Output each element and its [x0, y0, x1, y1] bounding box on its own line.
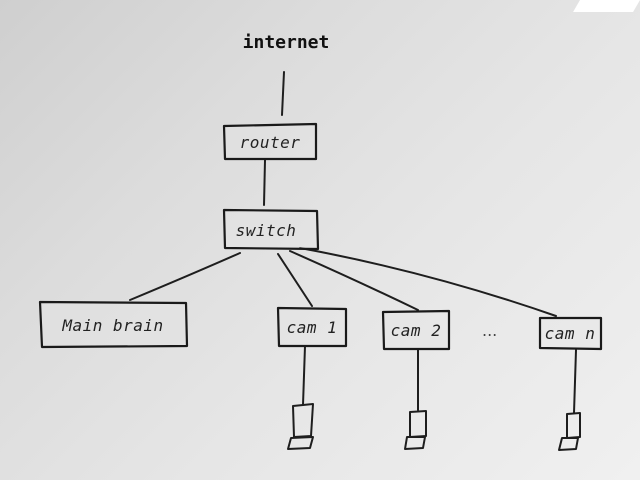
ellipsis: ...	[482, 321, 497, 340]
camera-1-body	[292, 403, 314, 438]
wire-router-switch	[263, 159, 266, 206]
connections	[129, 71, 577, 414]
node-router: router	[222, 122, 318, 161]
node-switch: switch	[222, 208, 320, 251]
camera-2-lens	[404, 436, 426, 450]
wire-switch-cam2	[289, 250, 419, 311]
router-label: router	[240, 133, 301, 152]
node-cam1: cam 1	[276, 306, 348, 348]
main-brain-box	[38, 300, 189, 349]
router-box	[222, 122, 318, 161]
main-brain-label: Main brain	[61, 316, 163, 335]
camn-label: cam n	[545, 324, 596, 343]
cam1-label: cam 1	[287, 318, 338, 337]
internet-label: internet	[243, 32, 330, 53]
wire-internet-router	[281, 71, 285, 116]
wire-camn-camera	[573, 349, 577, 414]
camera-n-lens	[558, 437, 579, 451]
wire-switch-camn	[299, 247, 557, 317]
camera-1-lens	[287, 436, 314, 450]
camera-icon	[287, 403, 314, 450]
node-main-brain: Main brain	[38, 300, 189, 349]
camera-n-body	[566, 412, 581, 439]
switch-box	[222, 208, 320, 251]
cam2-box	[381, 309, 451, 351]
camera-icon	[404, 410, 427, 450]
camera-icon	[558, 412, 581, 451]
camera-2-body	[409, 410, 427, 438]
camn-box	[538, 316, 603, 351]
node-cam2: cam 2	[381, 309, 451, 351]
cam2-label: cam 2	[391, 321, 442, 340]
cam1-box	[276, 306, 348, 348]
wire-switch-cam1	[277, 253, 313, 307]
wire-switch-main-brain	[129, 252, 241, 301]
wire-cam1-camera	[302, 345, 306, 406]
node-camn: cam n	[538, 316, 603, 351]
switch-label: switch	[236, 221, 297, 240]
